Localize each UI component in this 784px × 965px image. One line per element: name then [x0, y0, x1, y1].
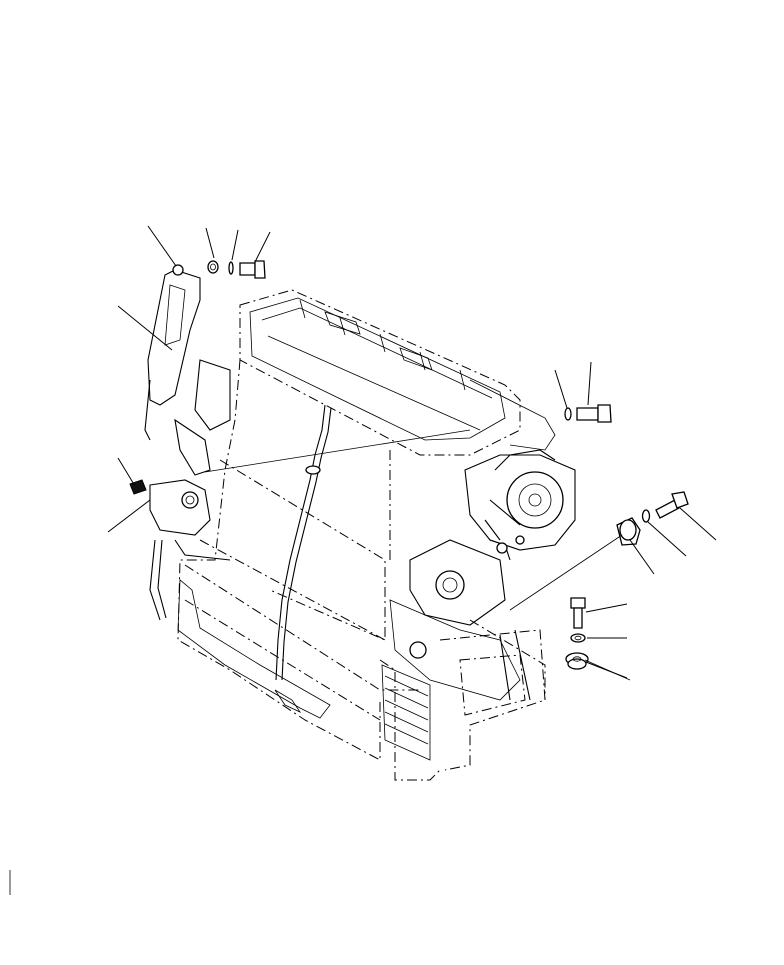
callout-leader [255, 232, 270, 262]
grommet-lower [566, 653, 588, 669]
callout-leader [630, 540, 654, 574]
callout-leader [648, 522, 686, 556]
callout-leader [148, 226, 176, 266]
washer-right-mid [643, 510, 650, 522]
bolt-top [240, 261, 265, 278]
callout-leader [588, 362, 591, 405]
bolt-right-upper [577, 405, 611, 422]
callout-leader [206, 228, 214, 258]
washer-right-upper [565, 408, 571, 420]
callout-leader [118, 306, 172, 350]
o-ring-top [208, 261, 218, 273]
callout-leader [232, 230, 238, 260]
bolt-lower [571, 598, 585, 628]
engine-block-outline [178, 290, 555, 780]
callout-leader [680, 508, 716, 540]
callout-leader [586, 662, 627, 678]
callout-leader [108, 500, 150, 532]
washer-lower [571, 634, 585, 642]
front-pump-assembly [410, 450, 575, 658]
cap-plug-right [617, 518, 640, 545]
washer-top [229, 262, 233, 274]
callout-leader [586, 604, 627, 612]
callout-leaders [108, 226, 716, 678]
callout-leader [118, 458, 135, 486]
fasteners [208, 261, 688, 669]
bolt-right-mid [656, 492, 688, 518]
callout-leader [555, 370, 567, 408]
